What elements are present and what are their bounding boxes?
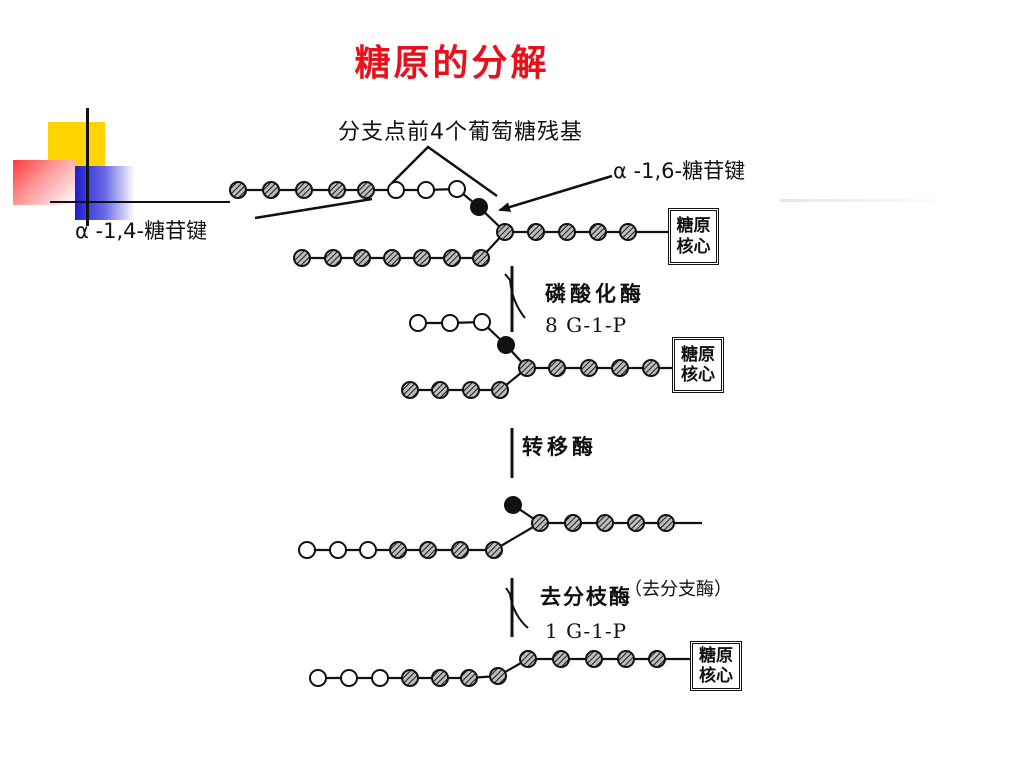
glycogen-core-text-top: 糖原 [676, 216, 711, 237]
glucose-residue-hatched [443, 249, 461, 267]
glucose-residue-hatched [485, 541, 503, 559]
glucose-residue-hatched [462, 381, 480, 399]
glucose-residue-hatched [489, 667, 507, 685]
glucose-residue-hatched [353, 249, 371, 267]
glucose-residue-hatched [527, 223, 545, 241]
page-title: 糖原的分解 [354, 42, 550, 84]
glucose-residues-layer [229, 180, 675, 687]
glucose-residue-hatched [401, 669, 419, 687]
glucose-residue-hatched [619, 223, 637, 241]
glucose-residue-hatched [564, 514, 582, 532]
glucose-residue-hatched [295, 181, 313, 199]
glucose-residue-hatched [531, 514, 549, 532]
glucose-residue-hatched [548, 359, 566, 377]
glucose-residue-hatched [580, 359, 598, 377]
glucose-residue-hatched [657, 514, 675, 532]
branch-point-residue [504, 496, 522, 514]
glycogen-core-text-top: 糖原 [699, 645, 733, 666]
glycogen-core-box-1: 糖原 核心 [668, 208, 719, 265]
decor-blue-square [75, 166, 135, 220]
alpha16-bond-label: α -1,6-糖苷键 [613, 159, 746, 183]
glucose-residue-hatched [431, 669, 449, 687]
step2-enzyme-label: 转移酶 [522, 435, 597, 459]
glucose-residue-open [359, 541, 377, 559]
glucose-residue-hatched [324, 249, 342, 267]
glucose-residue-hatched [389, 541, 407, 559]
decor-horizontal-line [50, 201, 230, 203]
glycogen-core-text-bottom: 核心 [676, 236, 711, 257]
decor-red-square [13, 160, 75, 205]
alpha14-bond-label: α -1,4-糖苷键 [75, 219, 208, 243]
glucose-residue-hatched [229, 181, 247, 199]
decor-vertical-line [86, 108, 89, 226]
glucose-residue-hatched [491, 381, 509, 399]
glucose-residue-hatched [596, 514, 614, 532]
glucose-residue-hatched [642, 359, 660, 377]
glucose-residue-hatched [496, 223, 514, 241]
glucose-residue-hatched [552, 650, 570, 668]
glucose-residue-hatched [519, 650, 537, 668]
glucose-residue-hatched [518, 359, 536, 377]
step3-enzyme-label: 去分枝酶 [540, 585, 632, 609]
glucose-residue-open [473, 313, 491, 331]
glucose-residue-hatched [472, 249, 490, 267]
branch-point-residue [470, 198, 488, 216]
glycogen-core-text-bottom: 核心 [681, 365, 715, 385]
decor-right-line [780, 199, 960, 202]
glucose-residue-hatched [357, 181, 375, 199]
glucose-residue-hatched [383, 249, 401, 267]
glycogen-core-box-3: 糖原 核心 [690, 641, 742, 691]
glucose-residue-hatched [401, 381, 419, 399]
glucose-residue-hatched [413, 249, 431, 267]
glucose-residue-hatched [262, 181, 280, 199]
alpha16-pointer-arrow [498, 174, 613, 212]
glycogen-core-text-top: 糖原 [681, 344, 715, 365]
step3-release-curve [505, 587, 529, 629]
glucose-residue-hatched [617, 650, 635, 668]
branch-residues-bracket [391, 145, 498, 198]
glucose-residue-hatched [431, 381, 449, 399]
glucose-residue-open [340, 669, 358, 687]
glucose-residue-hatched [460, 669, 478, 687]
glucose-residue-open [441, 314, 459, 332]
glucose-residue-hatched [419, 541, 437, 559]
glucose-residue-hatched [589, 223, 607, 241]
glucose-residue-open [417, 181, 435, 199]
glucose-residue-open [309, 669, 327, 687]
glycosidic-bond-line [418, 320, 672, 370]
glucose-residue-open [448, 180, 466, 198]
branch-point-residue [497, 336, 515, 354]
glucose-residue-open [298, 541, 316, 559]
glucose-residue-hatched [611, 359, 629, 377]
glucose-residue-hatched [648, 650, 666, 668]
step1-product-label: 8 G-1-P [545, 313, 628, 337]
branch-residues-label: 分支点前4个葡萄糖残基 [338, 120, 583, 145]
glucose-residue-hatched [293, 249, 311, 267]
step1-release-curve [504, 273, 526, 319]
alpha14-pointer-line [254, 197, 373, 220]
step3-enzyme-note: （去分支酶） [624, 579, 732, 600]
glucose-residue-open [329, 541, 347, 559]
glucose-residue-hatched [585, 650, 603, 668]
glucose-residue-open [387, 181, 405, 199]
step3-product-label: 1 G-1-P [545, 619, 628, 643]
glucose-residue-hatched [558, 223, 576, 241]
glucose-residue-open [371, 669, 389, 687]
step1-enzyme-label: 磷酸化酶 [545, 282, 645, 306]
glucose-residue-hatched [451, 541, 469, 559]
glucose-residue-hatched [328, 181, 346, 199]
glucose-residue-hatched [627, 514, 645, 532]
glycogen-core-box-2: 糖原 核心 [672, 337, 724, 393]
glucose-residue-open [409, 314, 427, 332]
glycogen-core-text-bottom: 核心 [699, 666, 733, 686]
